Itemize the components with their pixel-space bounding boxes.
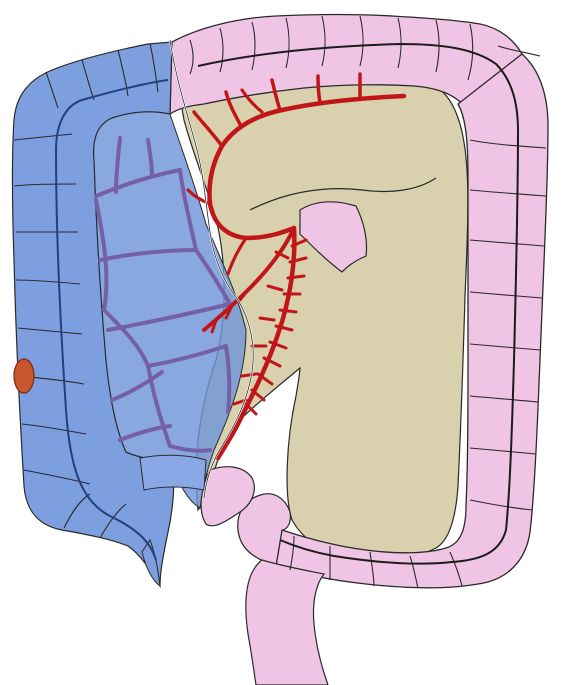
- terminal-ileum: [140, 455, 206, 490]
- tumor-lesion: [14, 359, 34, 393]
